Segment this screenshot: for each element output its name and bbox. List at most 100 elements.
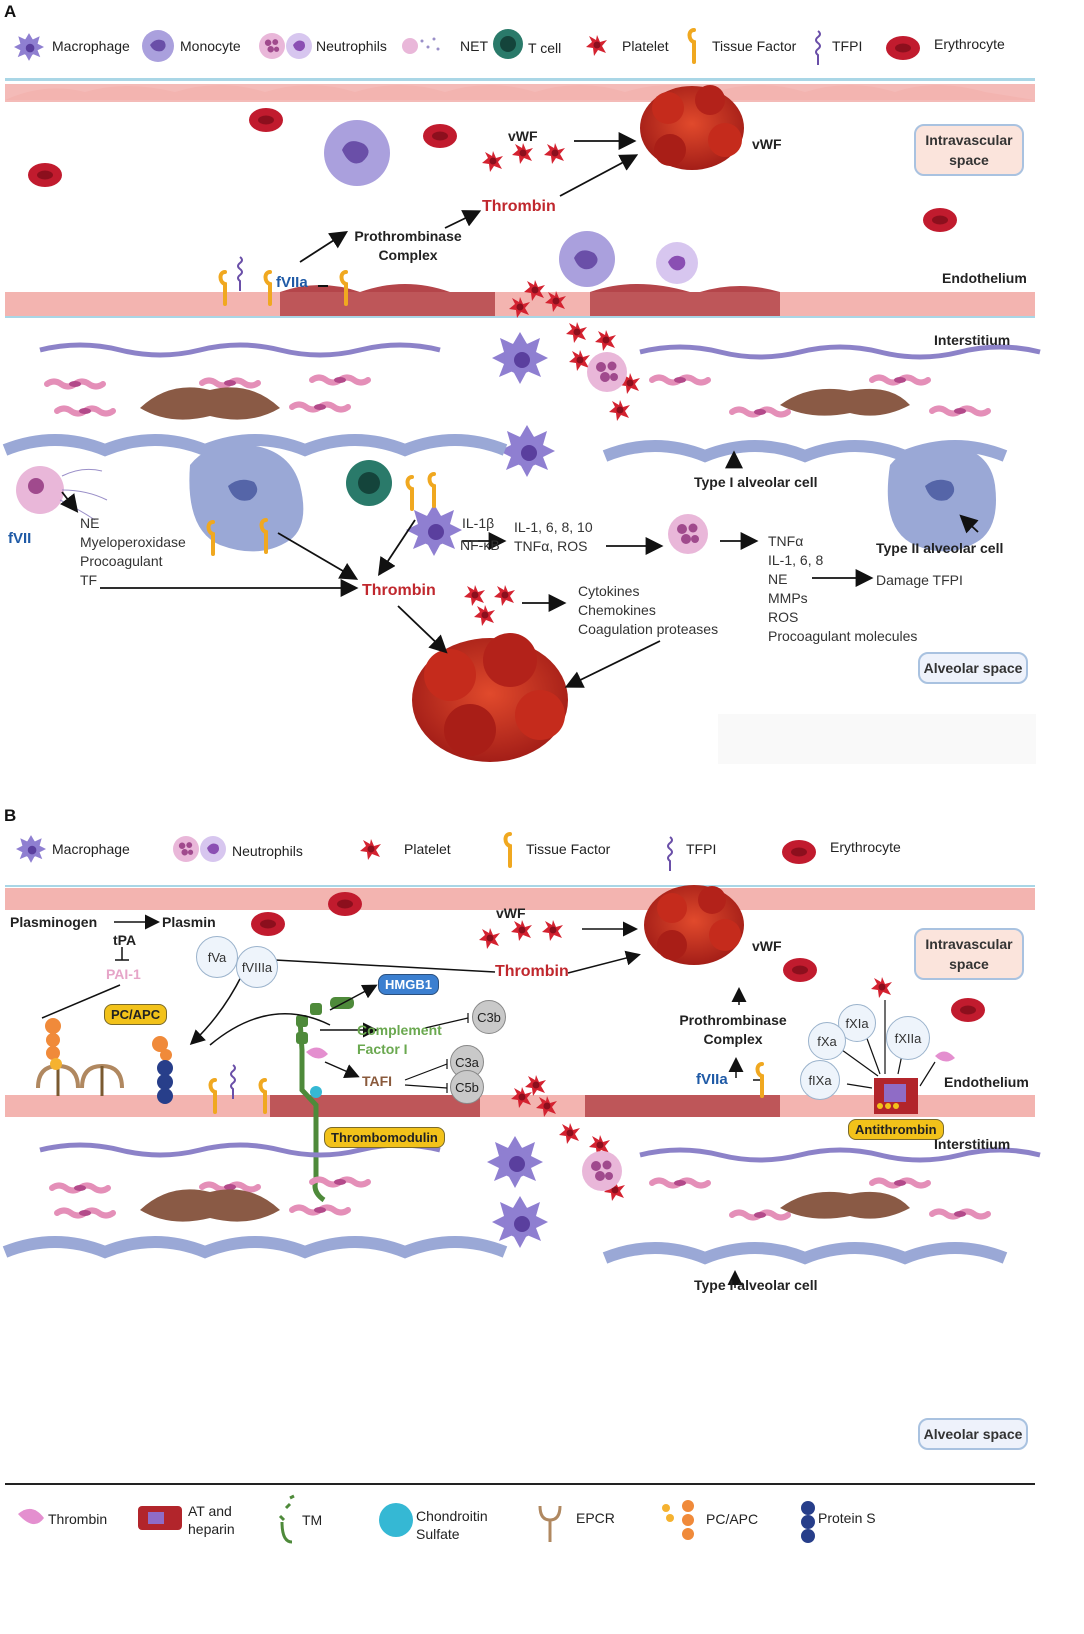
epcr-structures	[36, 1063, 124, 1096]
thrombin-bottom-a: Thrombin	[362, 582, 436, 599]
vwf-label-b: vWF	[496, 905, 526, 921]
fvii-label-a: fVII	[8, 530, 32, 547]
neutrophil-products-list: TNFα IL-1, 6, 8 NE MMPs ROS Procoagulant…	[768, 532, 917, 646]
legend-tm: TM	[302, 1512, 323, 1528]
cytokines-mid-1: IL-1, 6, 8, 10	[514, 519, 593, 535]
fviiia-label: fVIIIa	[241, 959, 273, 975]
neutro-product-2: IL-1, 6, 8	[768, 552, 824, 568]
intravascular-space-box-a: Intravascular space	[914, 124, 1024, 176]
neutrophils-icon	[258, 31, 314, 61]
platelet-product-2: Chemokines	[578, 602, 656, 618]
type2-cell-left	[189, 444, 304, 552]
macrophage-icon	[16, 834, 46, 864]
pc-apc-pill: PC/APC	[104, 1004, 168, 1025]
c5b-label: C5b	[455, 1079, 479, 1095]
cytokines-mid-list: IL-1, 6, 8, 10 TNFα, ROS	[514, 518, 593, 556]
prothrombinase-complex-b: Prothrombinase Complex	[679, 1012, 787, 1047]
fxa-label: fXa	[817, 1033, 837, 1049]
fxiia-label: fXIIa	[894, 1030, 922, 1046]
vwf-clot-label-a: vWF	[752, 136, 782, 152]
tissue-factor-icon	[502, 832, 518, 872]
alveolar-epithelium-b	[2, 1236, 1008, 1265]
legend-tcell: T cell	[528, 40, 562, 56]
interstitium-label-b: Interstitium	[934, 1136, 1011, 1152]
legend-b-tissue-factor: Tissue Factor	[526, 841, 611, 857]
net-icon	[400, 33, 444, 57]
legend-epcr: EPCR	[576, 1510, 615, 1526]
il1b-label: IL-1β	[462, 515, 495, 531]
legend-thrombin: Thrombin	[48, 1511, 108, 1527]
fva-circle: fVa	[196, 936, 238, 978]
alveolar-space-box-a: Alveolar space	[918, 652, 1028, 684]
net-product-tf: TF	[80, 572, 98, 588]
legend-protein-s: Protein S	[818, 1510, 876, 1526]
type2-alveolar-label-a: Type II alveolar cell	[876, 540, 1004, 556]
type1-alveolar-label-b: Type I alveolar cell	[694, 1277, 818, 1293]
legend-b-tfpi: TFPI	[686, 841, 717, 857]
legend-erythrocyte: Erythrocyte	[934, 36, 1005, 52]
legend-icons-b	[18, 1494, 815, 1544]
nfkb-label: NF-κB	[460, 537, 500, 553]
legend-at-heparin: AT and heparin	[188, 1503, 235, 1537]
clot-top-b	[644, 885, 744, 965]
erythrocyte-icon	[780, 838, 818, 866]
thrombomodulin-pill: Thrombomodulin	[324, 1127, 445, 1148]
damage-tfpi-label: Damage TFPI	[876, 572, 963, 588]
endothelium-label-b: Endothelium	[944, 1074, 1029, 1090]
interstitium-label-a: Interstitium	[934, 332, 1011, 348]
panel-a-letter: A	[4, 2, 17, 21]
legend-b-platelet: Platelet	[404, 841, 451, 857]
legend-monocyte: Monocyte	[180, 38, 241, 54]
tissue-factor-icon	[686, 28, 702, 68]
legend-macrophage: Macrophage	[52, 38, 130, 54]
platelet-products-list: Cytokines Chemokines Coagulation proteas…	[578, 582, 718, 639]
legend-tfpi: TFPI	[832, 38, 863, 54]
c3b-label: C3b	[477, 1009, 501, 1025]
alveolar-space-box-b: Alveolar space	[918, 1418, 1028, 1450]
endothelium-top-a	[5, 78, 1035, 102]
antithrombin-pill: Antithrombin	[848, 1119, 944, 1140]
tfpi-icon	[812, 30, 824, 68]
protein-s-chain	[152, 1036, 173, 1104]
intravascular-space-box-b: Intravascular space	[914, 928, 1024, 980]
type1-alveolar-label-a: Type I alveolar cell	[694, 474, 818, 490]
endothelium-label-a: Endothelium	[942, 270, 1027, 286]
c3a-label: C3a	[455, 1054, 479, 1070]
monocyte-icon	[140, 29, 176, 63]
macrophage-icon	[14, 32, 44, 62]
fxiia-circle: fXIIa	[886, 1016, 930, 1060]
hmgb1-pill: HMGB1	[378, 974, 439, 995]
tcell-icon	[492, 28, 524, 60]
c5b-circle: C5b	[450, 1070, 484, 1104]
platelet-icon	[584, 32, 610, 58]
endothelium-top-b	[5, 888, 1035, 910]
fxa-circle: fXa	[808, 1022, 846, 1060]
thrombin-label-b: Thrombin	[495, 963, 569, 980]
net-products-list: NE Myeloperoxidase Procoagulant TF	[80, 514, 186, 590]
clot-bottom-a	[412, 633, 568, 762]
erythrocyte-icon	[884, 34, 922, 62]
legend-tissue-factor: Tissue Factor	[712, 38, 797, 54]
thrombin-top-a: Thrombin	[482, 198, 556, 215]
neutro-product-3: NE	[768, 571, 788, 587]
platelet-product-1: Cytokines	[578, 583, 640, 599]
fviia-label-a: fVIIa	[276, 274, 308, 291]
interstitium-a	[39, 342, 1041, 420]
cytokines-mid-2: TNFα, ROS	[514, 538, 588, 554]
neutro-product-1: TNFα	[768, 533, 804, 549]
panel-b-letter: B	[4, 806, 17, 825]
tpa-label: tPA	[113, 932, 137, 948]
arrows-a	[60, 132, 979, 688]
legend-b-neutrophils: Neutrophils	[232, 843, 303, 859]
platelet-icon	[358, 836, 384, 862]
prothrombinase-complex-a: Prothrombinase Complex	[354, 228, 462, 263]
pai1-label: PAI-1	[106, 966, 141, 982]
platelet-product-3: Coagulation proteases	[578, 621, 719, 637]
neutro-product-6: Procoagulant molecules	[768, 628, 918, 644]
fva-label: fVa	[207, 949, 227, 965]
net-product-mpo: Myeloperoxidase	[80, 534, 186, 550]
legend-chondroitin-sulfate: Chondroitin Sulfate	[416, 1508, 488, 1542]
tfpi-icon	[664, 836, 676, 874]
plasminogen-label: Plasminogen	[10, 914, 98, 930]
